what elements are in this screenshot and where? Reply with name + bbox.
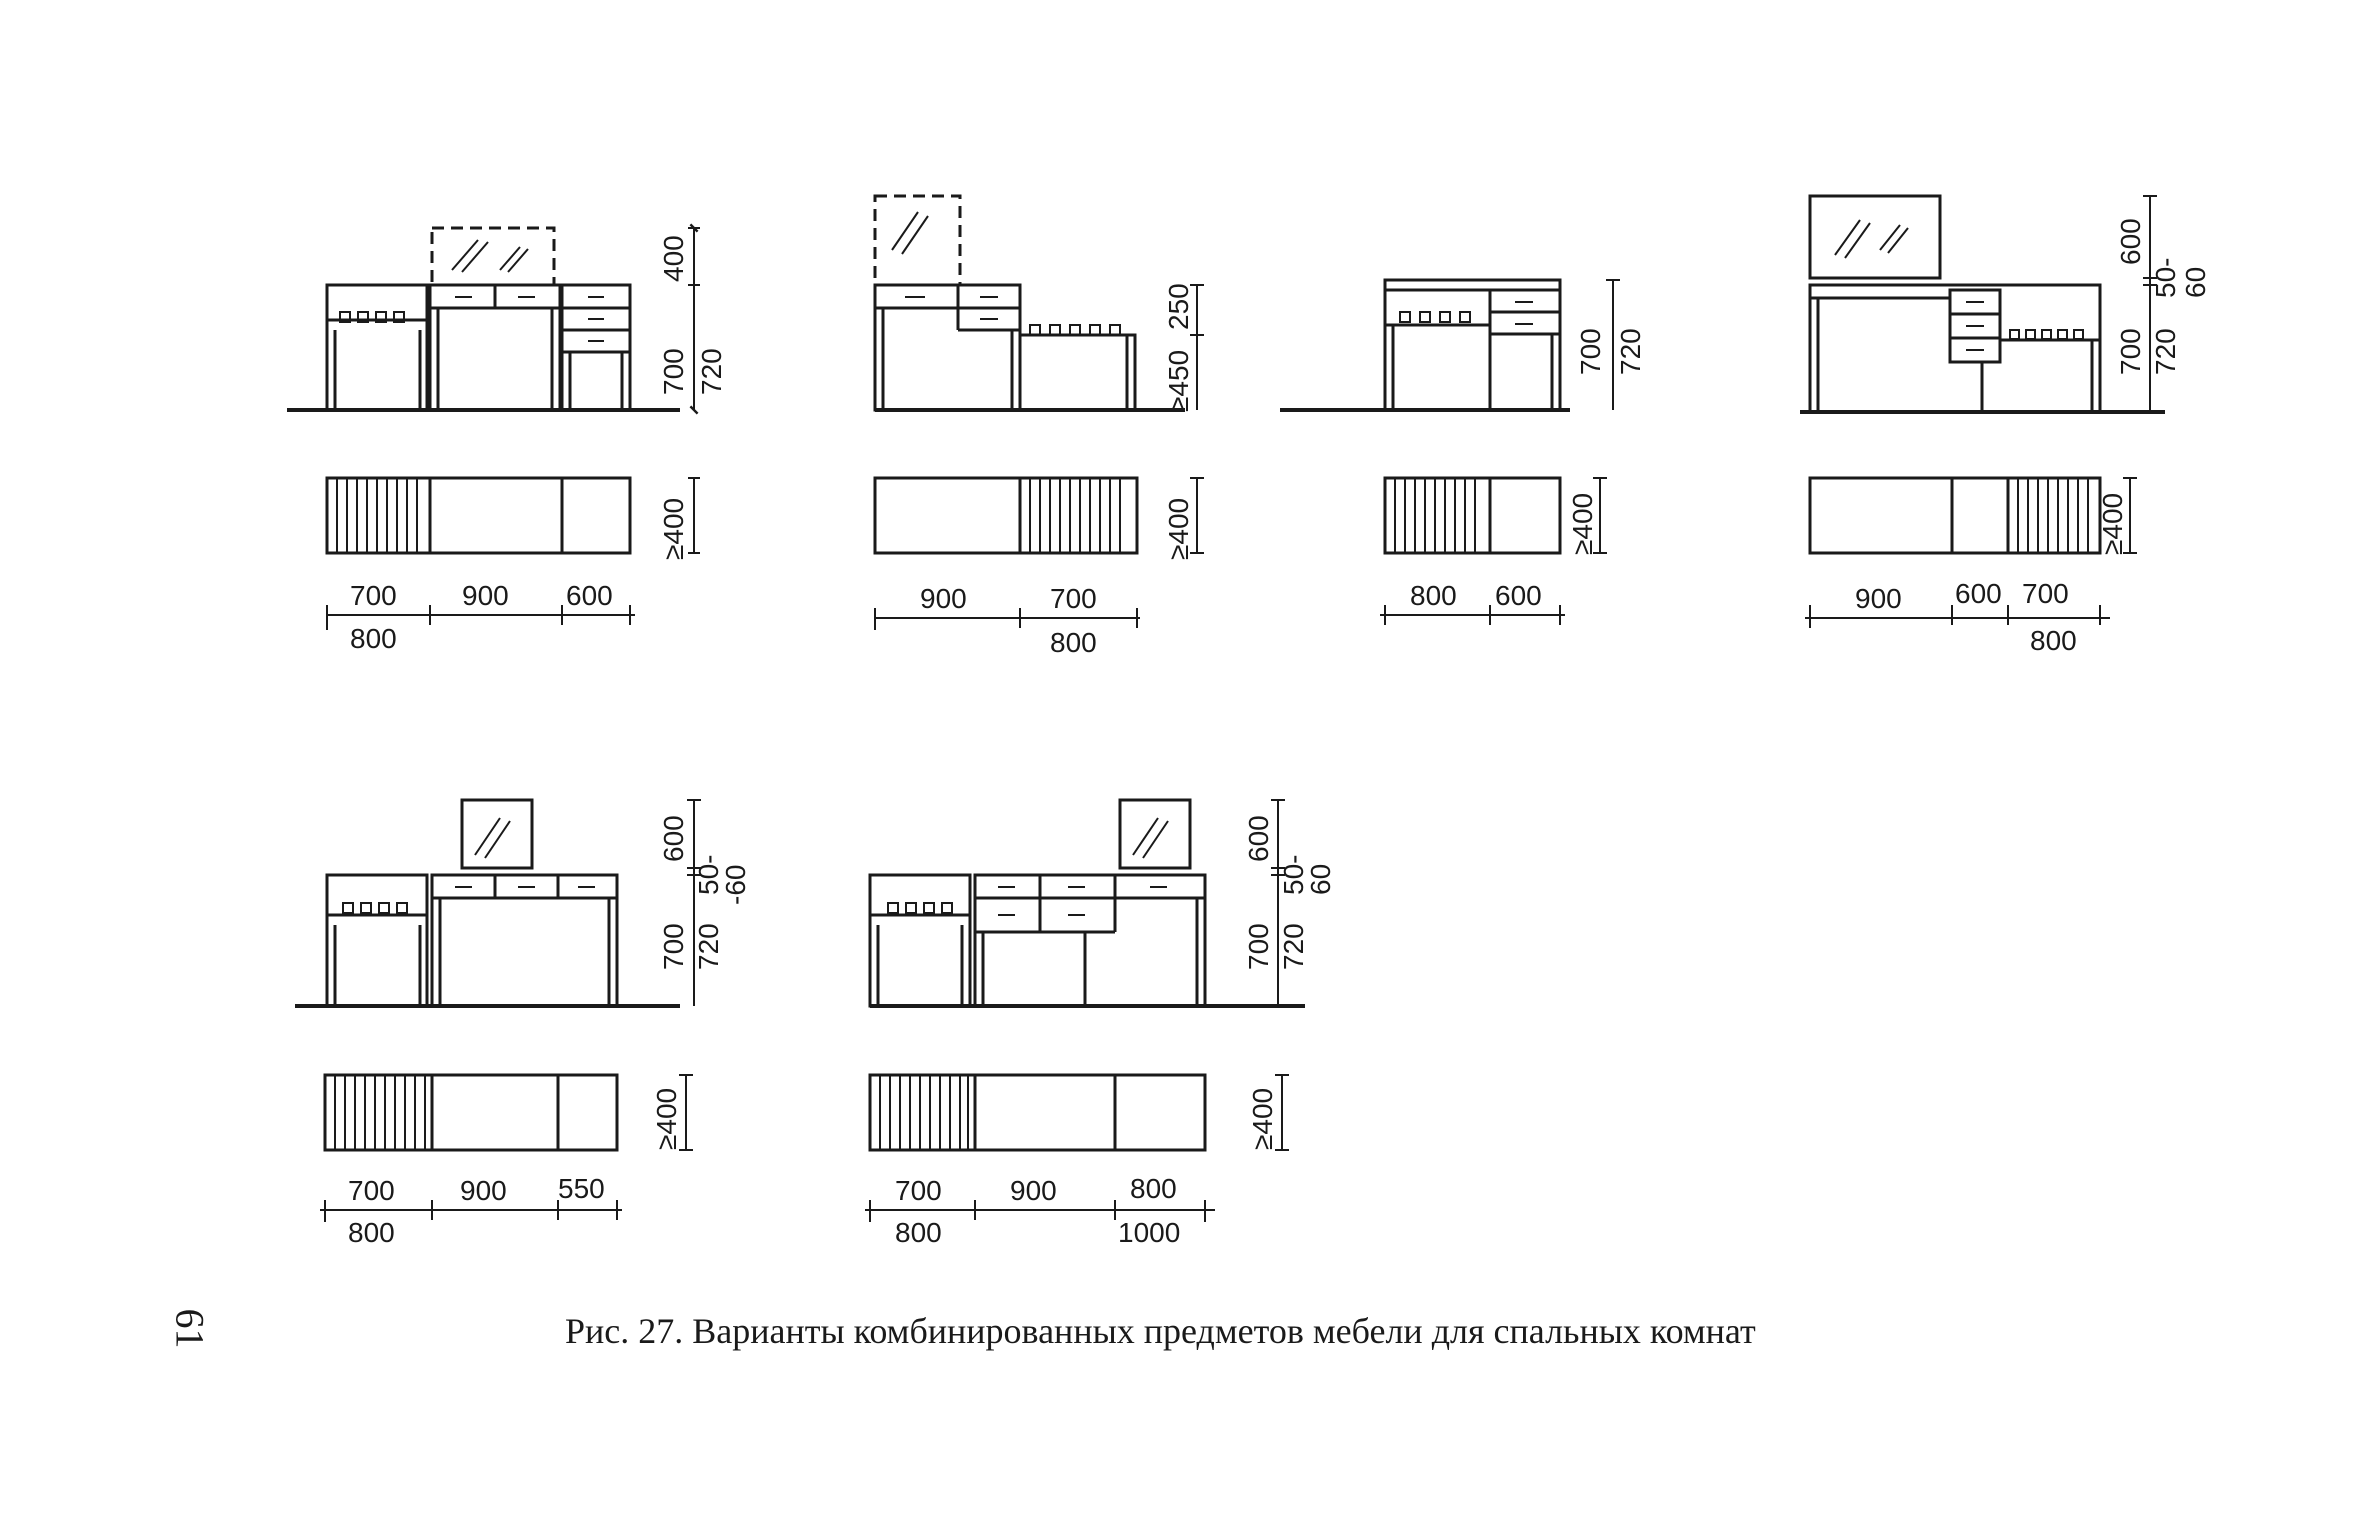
v3-height-700: 700 <box>1575 328 1606 375</box>
v1-height-700: 700 <box>658 348 689 395</box>
variant-2-plan <box>873 476 1204 630</box>
v4-depth: ≥400 <box>2097 493 2128 555</box>
v2-height-a: ≥450 <box>1163 350 1194 412</box>
v5-width-a-alt: 800 <box>348 1217 395 1248</box>
v4-width-b: 600 <box>1955 578 2002 609</box>
v6-gap-b: 60 <box>1305 864 1336 895</box>
v2-height-b: 250 <box>1163 283 1194 330</box>
v6-depth: ≥400 <box>1247 1088 1278 1150</box>
variant-6-plan <box>865 1073 1289 1222</box>
variant-1-plan <box>325 476 700 630</box>
v1-width-a-alt: 800 <box>350 623 397 654</box>
v5-gap-b: -60 <box>720 865 751 905</box>
v6-height-700: 700 <box>1243 923 1274 970</box>
v3-depth: ≥400 <box>1567 493 1598 555</box>
variant-5-elevation <box>295 798 701 1008</box>
v5-height-700: 700 <box>658 923 689 970</box>
v6-gap-a: 50- <box>1278 855 1309 895</box>
v4-width-a: 900 <box>1855 583 1902 614</box>
v4-mirror-height: 600 <box>2115 218 2146 265</box>
v6-width-c: 800 <box>1130 1173 1177 1204</box>
v6-width-c-alt: 1000 <box>1118 1217 1180 1248</box>
v5-width-a: 700 <box>348 1175 395 1206</box>
variant-4-plan <box>1805 476 2137 628</box>
v6-width-a-alt: 800 <box>895 1217 942 1248</box>
v6-width-a: 700 <box>895 1175 942 1206</box>
v4-gap-a: 50- <box>2150 258 2181 298</box>
variant-4-elevation <box>1800 194 2165 414</box>
v3-height-720: 720 <box>1615 328 1646 375</box>
v5-gap-a: 50- <box>693 855 724 895</box>
page-number: 61 <box>167 1308 213 1349</box>
v1-depth: ≥400 <box>658 498 689 560</box>
v6-width-b: 900 <box>1010 1175 1057 1206</box>
figure-caption: Рис. 27. Варианты комбинированных предме… <box>565 1311 1756 1351</box>
v2-width-a: 900 <box>920 583 967 614</box>
variant-2-elevation <box>873 194 1204 412</box>
variant-5-plan <box>320 1073 693 1222</box>
v6-mirror-height: 600 <box>1243 815 1274 862</box>
v5-depth: ≥400 <box>651 1088 682 1150</box>
v2-width-b: 700 <box>1050 583 1097 614</box>
v5-height-720: 720 <box>693 923 724 970</box>
variant-6-elevation <box>868 798 1305 1008</box>
v4-width-c: 700 <box>2022 578 2069 609</box>
v5-width-c: 550 <box>558 1173 605 1204</box>
v2-depth: ≥400 <box>1163 498 1194 560</box>
v1-width-a: 700 <box>350 580 397 611</box>
v1-mirror-height: 400 <box>658 235 689 282</box>
v4-height-700: 700 <box>2115 328 2146 375</box>
v3-width-a: 800 <box>1410 580 1457 611</box>
v4-gap-b: 60 <box>2180 267 2211 298</box>
v6-height-720: 720 <box>1278 923 1309 970</box>
v5-width-b: 900 <box>460 1175 507 1206</box>
variant-1-elevation <box>287 223 700 415</box>
v2-width-b-alt: 800 <box>1050 627 1097 658</box>
v1-height-720: 720 <box>696 348 727 395</box>
v3-width-b: 600 <box>1495 580 1542 611</box>
v4-height-720: 720 <box>2150 328 2181 375</box>
v5-mirror-height: 600 <box>658 815 689 862</box>
v1-width-c: 600 <box>566 580 613 611</box>
v1-width-b: 900 <box>462 580 509 611</box>
variant-3-elevation <box>1280 278 1620 412</box>
v4-width-c-alt: 800 <box>2030 625 2077 656</box>
variant-3-plan <box>1380 476 1607 625</box>
